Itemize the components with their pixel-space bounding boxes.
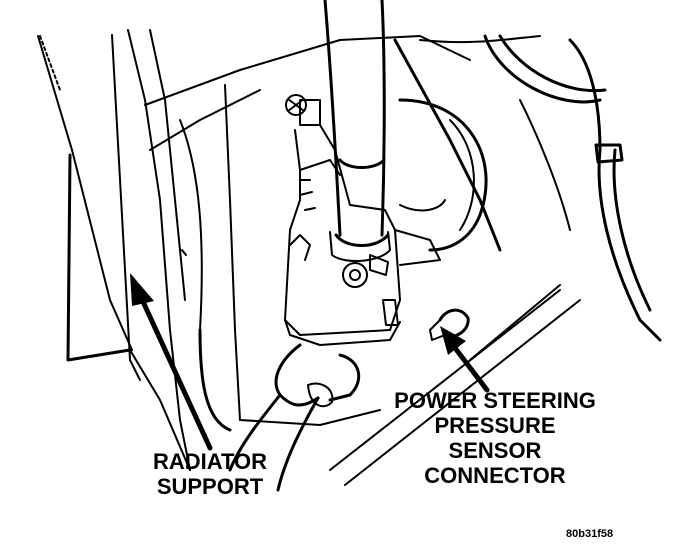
steering-gear-lines: [393, 34, 662, 342]
power-steering-hose-vertical: [323, 0, 391, 276]
pss-label-line-3: SENSOR: [448, 438, 542, 463]
radiator-core: [144, 35, 471, 432]
pressure-sensor-housing: [284, 124, 401, 346]
bolt-top: [285, 94, 307, 116]
diagonal-lines: [329, 284, 581, 486]
figure-code: 80b31f58: [566, 528, 614, 540]
fan-shroud: [394, 98, 488, 266]
return-hose-lower: [228, 343, 361, 492]
arrow-pressure-sensor-connector: [440, 326, 490, 393]
pss-label-line-1: POWER STEERING: [394, 388, 596, 413]
radiator-support-panel: [37, 29, 191, 471]
power-steering-pressure-sensor-connector-label: POWER STEERING PRESSURE SENSOR CONNECTOR: [380, 388, 610, 488]
radiator-support-label: RADIATOR SUPPORT: [140, 449, 280, 499]
pss-label-line-4: CONNECTOR: [424, 463, 566, 488]
pss-label-line-2: PRESSURE: [434, 413, 556, 438]
radiator-support-label-line-2: SUPPORT: [156, 474, 264, 499]
arrow-radiator-support: [130, 273, 213, 451]
radiator-support-label-line-1: RADIATOR: [152, 449, 268, 474]
